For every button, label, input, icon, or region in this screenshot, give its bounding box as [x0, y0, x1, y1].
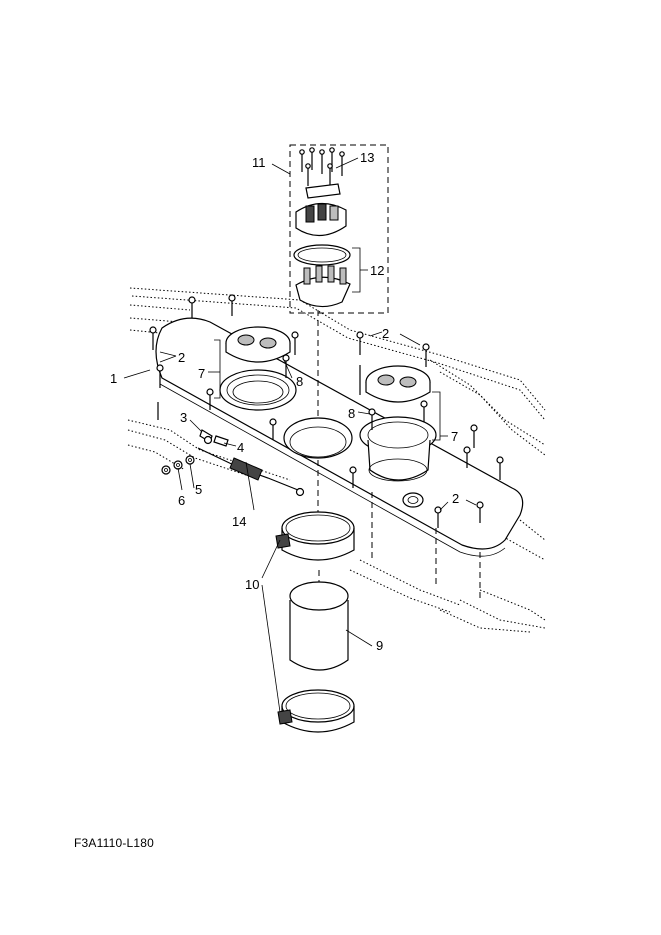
callout-7-right: 7: [451, 429, 458, 444]
callout-11: 11: [252, 155, 266, 170]
callout-12: 12: [370, 263, 384, 278]
callout-14: 14: [232, 514, 246, 529]
hatch-left: [219, 326, 297, 411]
center-port: [283, 300, 353, 520]
hatch-right: [359, 365, 437, 482]
hose-clamp-assembly: [275, 511, 355, 733]
callout-2-bottom: 2: [452, 491, 459, 506]
callout-13: 13: [360, 150, 374, 165]
hardware-small: [161, 429, 305, 497]
screws-13: [299, 147, 345, 188]
callout-6: 6: [178, 493, 185, 508]
callout-8-left: 8: [296, 374, 303, 389]
diagram-code: F3A1110-L180: [74, 836, 155, 850]
leader-lines: [123, 157, 477, 713]
callout-4: 4: [237, 440, 244, 455]
hull-outline: [127, 287, 546, 633]
panel-1: [155, 317, 524, 600]
callout-1: 1: [110, 371, 117, 386]
callout-numbers: 1 2 2 2 3 4 5 6 7 7 8 8 9 10 11 12 13 14: [110, 150, 459, 653]
callout-2-left: 2: [178, 350, 185, 365]
callout-2-right: 2: [382, 326, 389, 341]
callout-8-right: 8: [348, 406, 355, 421]
grommet: [402, 492, 424, 508]
callout-3: 3: [180, 410, 187, 425]
callout-5: 5: [195, 482, 202, 497]
vent-assembly: [289, 144, 389, 314]
screws-2: [149, 294, 504, 528]
callout-10: 10: [245, 577, 259, 592]
callout-7-left: 7: [198, 366, 205, 381]
callout-9: 9: [376, 638, 383, 653]
